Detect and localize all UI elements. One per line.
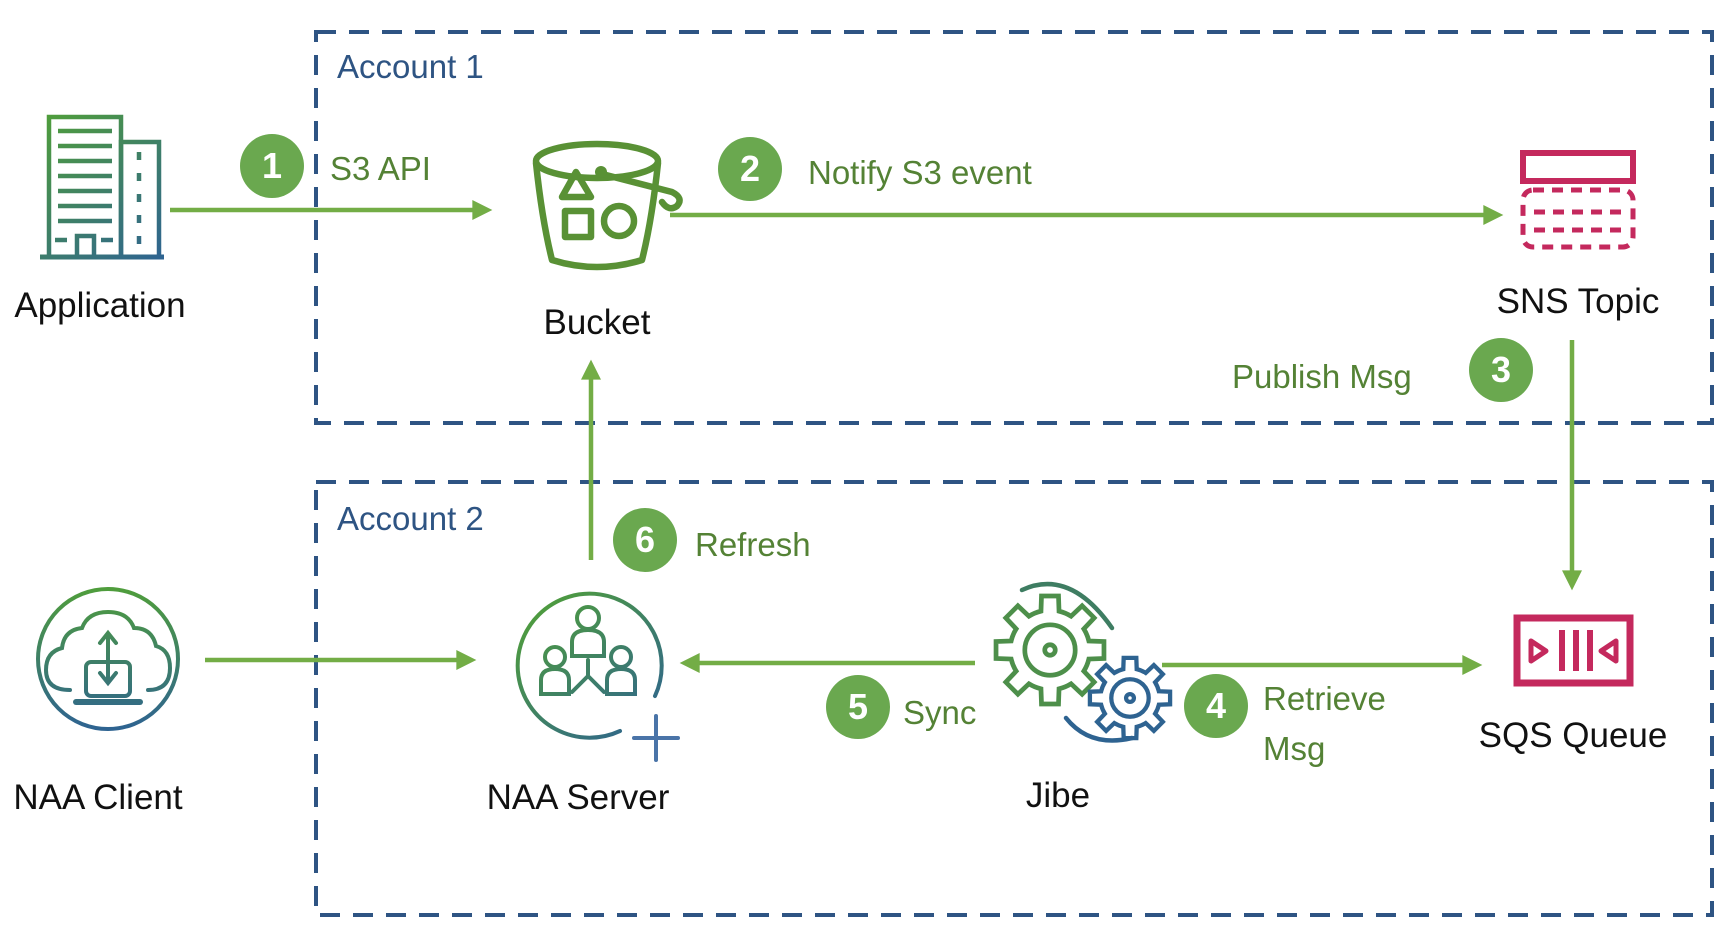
step-label-retrieve-msg: Retrieve Msg [1263, 674, 1386, 774]
bucket-label: Bucket [543, 303, 651, 342]
building-icon [40, 114, 164, 260]
account1-box [314, 30, 1714, 425]
naa-client-label: NAA Client [13, 778, 183, 817]
jibe-label: Jibe [1025, 776, 1091, 815]
account2-label: Account 2 [337, 500, 484, 537]
step-label-retrieve-line2: Msg [1263, 730, 1326, 767]
s3-bucket-icon [532, 140, 683, 271]
sqs-queue-icon [1513, 614, 1634, 687]
step-label-sync: Sync [903, 694, 977, 731]
gears-icon [993, 581, 1173, 743]
naa-server-label: NAA Server [486, 778, 670, 817]
application-label: Application [14, 286, 186, 325]
account1-label: Account 1 [337, 48, 484, 85]
sns-topic-icon [1520, 150, 1636, 250]
step-label-notify-s3-event: Notify S3 event [808, 154, 1032, 191]
step-badge-2: 2 [718, 137, 782, 201]
step-label-refresh: Refresh [695, 526, 811, 563]
step-label-s3-api: S3 API [330, 150, 431, 187]
step-badge-4: 4 [1184, 674, 1248, 738]
user-group-icon [515, 591, 680, 762]
step-badge-6: 6 [613, 508, 677, 572]
step-badge-5: 5 [826, 675, 890, 739]
step-badge-3: 3 [1469, 338, 1533, 402]
sqs-queue-label: SQS Queue [1478, 716, 1668, 755]
step-badge-1: 1 [240, 134, 304, 198]
sns-topic-label: SNS Topic [1496, 282, 1660, 321]
step-label-publish-msg: Publish Msg [1232, 358, 1412, 395]
cloud-laptop-icon [36, 587, 180, 731]
step-label-retrieve-line1: Retrieve [1263, 680, 1386, 717]
account2-box [314, 480, 1714, 917]
